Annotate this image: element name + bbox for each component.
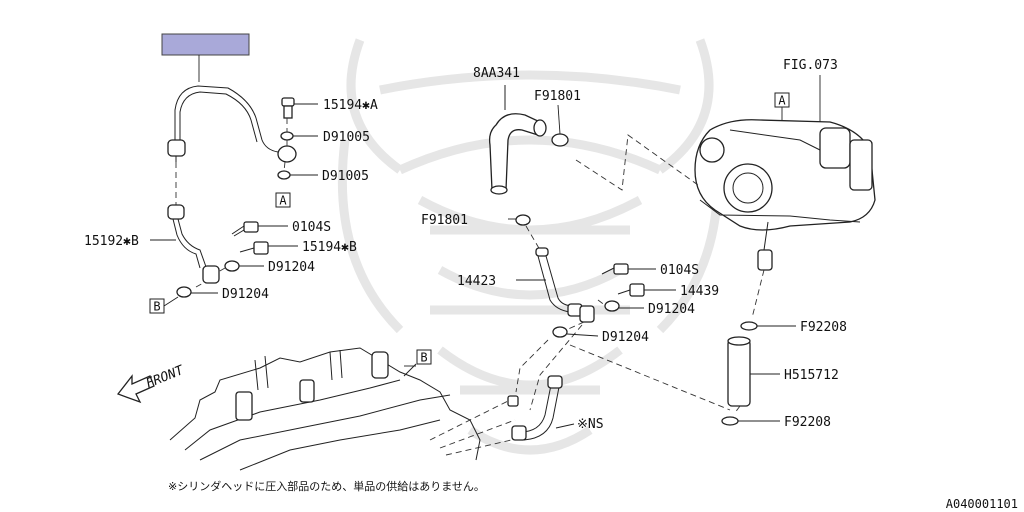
ref-box-b-engine: B	[416, 349, 432, 365]
watermark-crest	[337, 38, 723, 455]
label-15192b: 15192✱B	[84, 234, 139, 249]
hose-h515712	[721, 269, 770, 426]
label-8aa341: 8AA341	[473, 66, 520, 81]
label-d91204-b: D91204	[222, 287, 269, 302]
label-0104s-right: 0104S	[660, 263, 699, 278]
label-14423: 14423	[457, 274, 496, 289]
highlight-box	[161, 33, 250, 56]
label-14439: 14439	[680, 284, 719, 299]
label-h515712: H515712	[784, 368, 839, 383]
svg-text:A: A	[778, 94, 786, 108]
label-15194b: 15194✱B	[302, 240, 357, 255]
bolts-right-middle	[552, 263, 645, 338]
svg-text:B: B	[153, 300, 160, 314]
svg-text:B: B	[420, 351, 427, 365]
leader-lines	[150, 103, 796, 429]
ref-box-a-left: A	[275, 192, 291, 208]
footnote: ※シリンダヘッドに圧入部品のため、単品の供給はありません。	[168, 479, 485, 493]
svg-text:A: A	[279, 194, 287, 208]
label-d91005-a: D91005	[323, 130, 370, 145]
label-f91801-left: F91801	[421, 213, 468, 228]
label-fig073: FIG.073	[783, 58, 838, 73]
parts-top-left	[277, 97, 297, 180]
label-f91801-top: F91801	[534, 89, 581, 104]
label-d91204-a: D91204	[268, 260, 315, 275]
label-d91204-d: D91204	[602, 330, 649, 345]
label-15194a: 15194✱A	[323, 98, 378, 113]
label-f92208-top: F92208	[800, 320, 847, 335]
front-arrow-icon	[116, 374, 155, 404]
label-f92208-bottom: F92208	[784, 415, 831, 430]
bolts-left-middle	[217, 221, 269, 273]
ref-box-a-turbo: A	[774, 92, 790, 108]
turbocharger	[694, 75, 876, 271]
hose-assembly-left	[167, 55, 279, 298]
figure-code: A040001101	[946, 497, 1018, 511]
label-0104s-left: 0104S	[292, 220, 331, 235]
label-front: FRONT	[144, 363, 187, 392]
engine-cylinder-head	[169, 347, 481, 471]
pipe-14423	[535, 247, 595, 323]
label-ns: ※NS	[577, 417, 604, 432]
label-d91005-b: D91005	[322, 169, 369, 184]
label-d91204-c: D91204	[648, 302, 695, 317]
clamp-f91801	[515, 104, 569, 251]
pipe-ns	[507, 375, 563, 441]
hose-8aa341	[488, 85, 547, 195]
ref-box-b-left: B	[149, 296, 179, 314]
